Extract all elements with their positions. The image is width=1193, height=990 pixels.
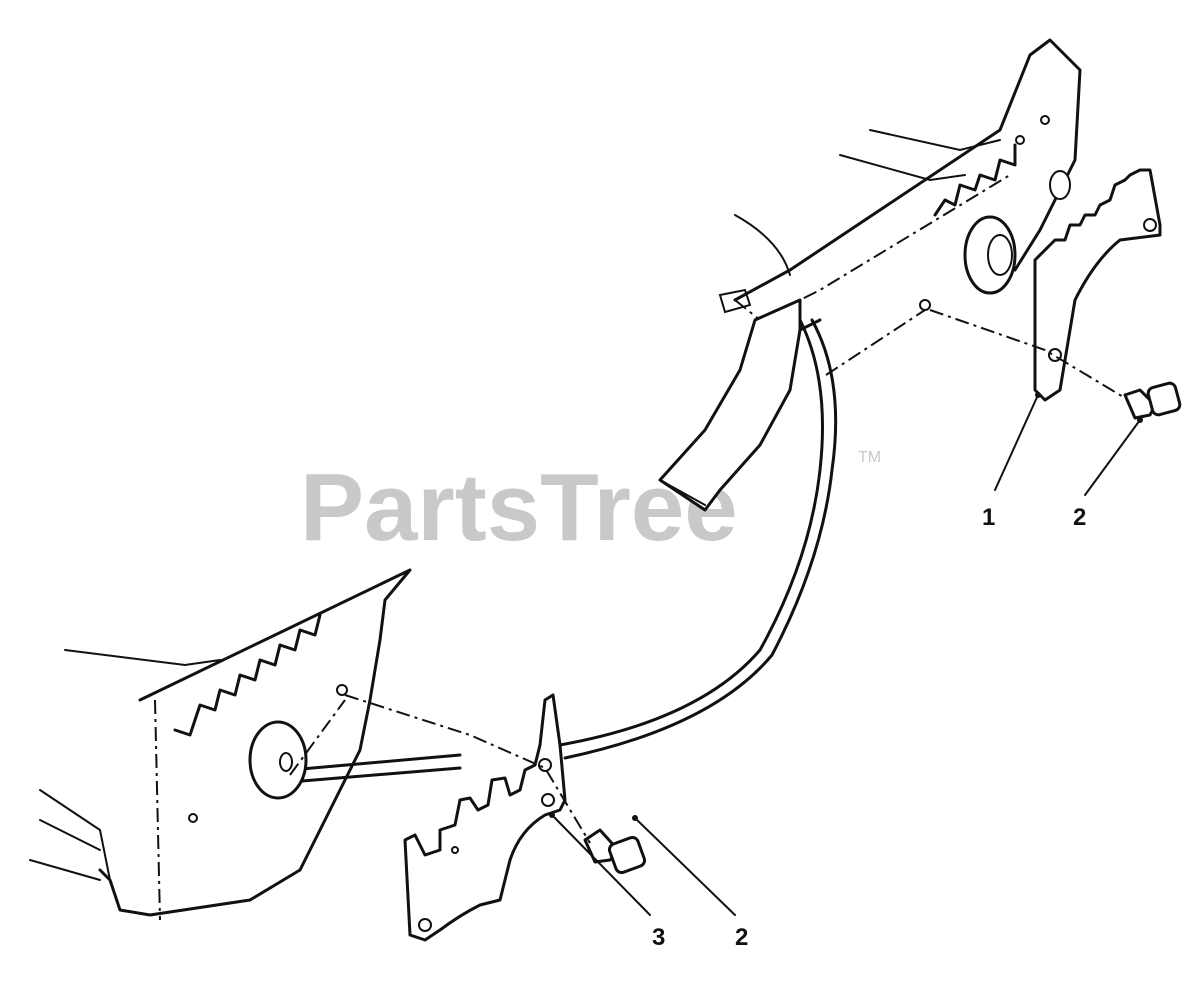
leader-lines	[549, 392, 1143, 916]
callout-3: 3	[652, 924, 665, 951]
watermark-text: PartsTree	[300, 454, 738, 561]
callout-labels: 1 2 3 2	[652, 504, 1086, 951]
lower-bolt	[583, 828, 647, 875]
partstree-watermark: PartsTree TM	[300, 449, 881, 561]
handle-grip	[658, 298, 802, 512]
callout-2-lower: 2	[735, 924, 748, 951]
upper-height-adjuster-plate	[1033, 168, 1162, 402]
watermark-trademark: TM	[858, 449, 881, 466]
callout-1: 1	[982, 504, 995, 531]
upper-deck-housing	[718, 38, 1082, 332]
callout-2-upper: 2	[1073, 504, 1086, 531]
lower-deck-housing	[29, 568, 412, 921]
upper-bolt	[1123, 381, 1182, 420]
lower-wheel-boss	[248, 720, 308, 800]
handle-bail-bar	[288, 298, 838, 784]
lower-height-adjuster-plate	[403, 693, 567, 942]
assembly-centerlines	[289, 309, 1126, 844]
